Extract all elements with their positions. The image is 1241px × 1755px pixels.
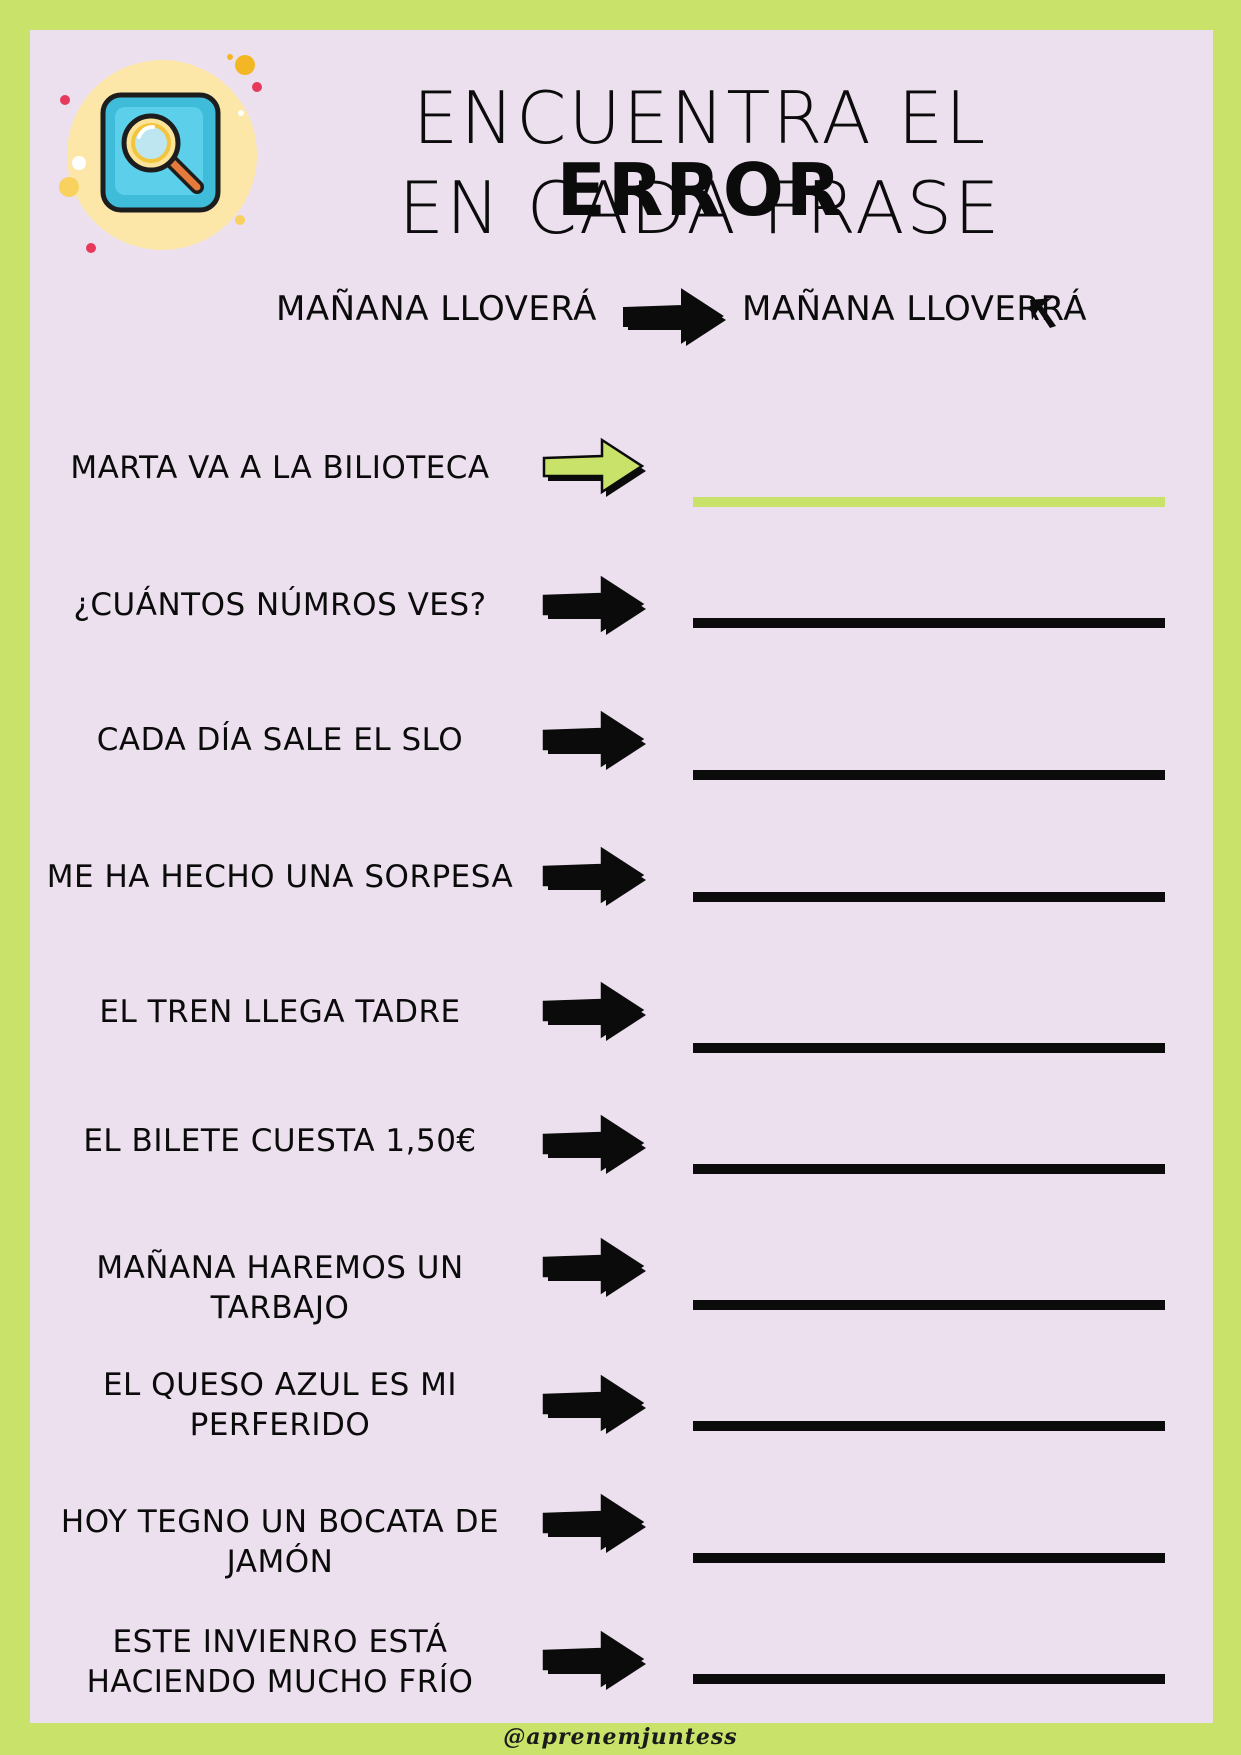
right-arrow-icon xyxy=(542,846,646,906)
magnifying-glass-icon xyxy=(59,54,262,253)
answer-line[interactable] xyxy=(693,1300,1165,1310)
example-corrected-sentence: MAÑANA LLOVERRÁ xyxy=(742,289,1087,329)
right-arrow-icon xyxy=(542,710,646,770)
answer-line[interactable] xyxy=(693,1674,1165,1684)
right-arrow-icon xyxy=(542,981,646,1041)
insertion-caret-icon xyxy=(1030,298,1056,328)
right-arrow-icon xyxy=(542,1630,646,1690)
example-wrong-sentence: MAÑANA LLOVERÁ xyxy=(276,289,597,329)
right-arrow-icon xyxy=(542,1114,646,1174)
exercise-sentence: ¿CUÁNTOS NÚMROS VES? xyxy=(73,587,487,623)
exercise-sentence: MAÑANA HAREMOS UN TARBAJO xyxy=(96,1250,464,1326)
answer-line[interactable] xyxy=(693,770,1165,780)
exercise-sentence: MARTA VA A LA BILIOTECA xyxy=(70,450,490,486)
exercise-sentence: EL TREN LLEGA TADRE xyxy=(99,994,461,1030)
exercise-sentence: ME HA HECHO UNA SORPESA xyxy=(46,859,514,895)
exercise-sentence: EL QUESO AZUL ES MI PERFERIDO xyxy=(102,1367,458,1443)
exercise-sentence: HOY TEGNO UN BOCATA DE JAMÓN xyxy=(60,1504,500,1580)
page-title-line-1: ENCUENTRA EL ERROR xyxy=(270,82,1130,226)
answer-line[interactable] xyxy=(693,1043,1165,1053)
title-bold-text: ERROR xyxy=(556,148,844,232)
right-arrow-icon xyxy=(542,437,646,497)
answer-line[interactable] xyxy=(693,618,1165,628)
answer-line[interactable] xyxy=(693,497,1165,507)
footer-credit: @aprenemjuntess xyxy=(503,1724,738,1750)
right-arrow-icon xyxy=(542,575,646,635)
right-arrow-icon xyxy=(623,288,726,346)
answer-line[interactable] xyxy=(693,1421,1165,1431)
right-arrow-icon xyxy=(542,1493,646,1553)
answer-line[interactable] xyxy=(693,1553,1165,1563)
answer-line[interactable] xyxy=(693,1164,1165,1174)
right-arrow-icon xyxy=(542,1374,646,1434)
right-arrow-icon xyxy=(542,1237,646,1297)
exercise-sentence: ESTE INVIENRO ESTÁ HACIENDO MUCHO FRÍO xyxy=(86,1624,474,1700)
exercise-sentence: EL BILETE CUESTA 1,50€ xyxy=(83,1123,477,1159)
answer-line[interactable] xyxy=(693,892,1165,902)
title-regular-text: ENCUENTRA EL xyxy=(412,76,988,160)
exercise-sentence: CADA DÍA SALE EL SLO xyxy=(96,722,464,758)
page-title-line-2: EN CADA FRASE xyxy=(398,166,1002,250)
